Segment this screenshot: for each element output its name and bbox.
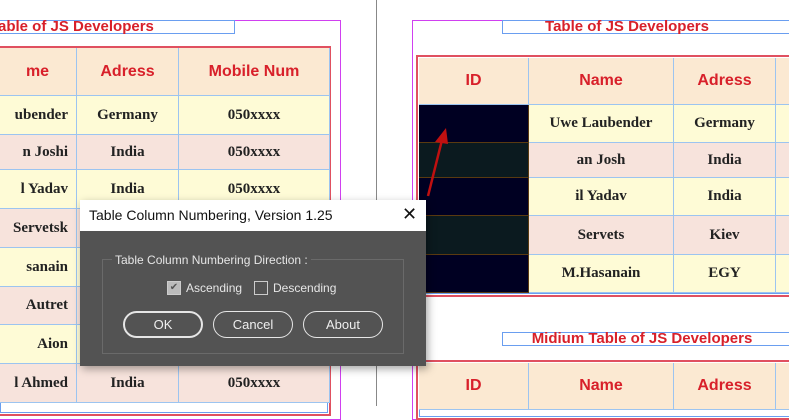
second-table-title: Midium Table of JS Developers <box>502 331 789 346</box>
table-cell[interactable]: 050xxxx <box>179 135 330 170</box>
table-cell[interactable] <box>776 178 789 216</box>
table-cell[interactable] <box>776 105 789 143</box>
table-cell[interactable]: India <box>77 364 179 403</box>
table-cell[interactable]: 050xxxx <box>179 96 330 135</box>
table-cell[interactable]: l Yadav <box>0 170 77 209</box>
table-cell[interactable]: India <box>674 143 776 178</box>
table-cell[interactable]: Autret <box>0 287 77 325</box>
table-cell[interactable]: Germany <box>77 96 179 135</box>
table-cell[interactable]: 050xxxx <box>179 364 330 403</box>
checkbox-empty-icon <box>254 281 268 295</box>
table-cell[interactable]: Kiev <box>674 216 776 255</box>
column-header[interactable]: Adress <box>674 363 776 410</box>
ok-button[interactable]: OK <box>123 311 203 338</box>
table-column-numbering-dialog: Table Column Numbering, Version 1.25 ✕ T… <box>80 200 426 366</box>
table-cell[interactable]: n Joshi <box>0 135 77 170</box>
direction-group <box>102 259 404 354</box>
red-arrow-icon <box>426 128 448 197</box>
table-cell[interactable] <box>776 143 789 178</box>
table-cell[interactable] <box>776 255 789 293</box>
dialog-title-bar: Table Column Numbering, Version 1.25 ✕ <box>80 200 426 231</box>
table-cell[interactable]: EGY <box>674 255 776 293</box>
ascending-checkbox[interactable]: ✔ Ascending <box>167 281 242 295</box>
column-header[interactable]: ID <box>419 58 529 105</box>
column-header[interactable]: Adress <box>674 58 776 105</box>
table-cell[interactable]: Uwe Laubender <box>529 105 674 143</box>
about-button[interactable]: About <box>303 311 383 338</box>
table-cell[interactable]: l Ahmed <box>0 364 77 403</box>
id-cell[interactable] <box>419 255 529 293</box>
column-header[interactable]: Mobile Num <box>179 48 330 96</box>
descending-checkbox[interactable]: Descending <box>254 281 336 295</box>
table-cell[interactable]: an Josh <box>529 143 674 178</box>
table-cell[interactable]: il Yadav <box>529 178 674 216</box>
cancel-button[interactable]: Cancel <box>213 311 293 338</box>
table-cell[interactable]: sanain <box>0 248 77 287</box>
id-cell[interactable] <box>419 216 529 255</box>
column-header[interactable]: ID <box>419 363 529 410</box>
descending-label: Descending <box>273 281 337 295</box>
id-cell[interactable] <box>419 105 529 143</box>
table-cell[interactable]: ubender <box>0 96 77 135</box>
table-cell[interactable]: Servets <box>529 216 674 255</box>
table-cell[interactable]: M.Hasanain <box>529 255 674 293</box>
column-header[interactable]: Name <box>529 363 674 410</box>
left-table-title: able of JS Developers <box>0 19 235 34</box>
table-cell[interactable]: Servetsk <box>0 209 77 248</box>
table-cell[interactable]: Aion <box>0 325 77 364</box>
id-cell[interactable] <box>419 178 529 216</box>
column-header[interactable]: Name <box>529 58 674 105</box>
checkmark-icon: ✔ <box>167 281 181 295</box>
column-header[interactable]: Adress <box>77 48 179 96</box>
table-cell[interactable]: India <box>77 135 179 170</box>
ascending-label: Ascending <box>186 281 243 295</box>
table-cell[interactable] <box>776 216 789 255</box>
table-cell[interactable]: India <box>674 178 776 216</box>
close-icon[interactable]: ✕ <box>402 204 418 224</box>
table-cell[interactable]: Germany <box>674 105 776 143</box>
group-label: Table Column Numbering Direction : <box>112 253 311 267</box>
right-table-title: Table of JS Developers <box>502 19 789 34</box>
dialog-title: Table Column Numbering, Version 1.25 <box>89 207 333 223</box>
column-header[interactable] <box>776 58 789 105</box>
column-header[interactable]: me <box>0 48 77 96</box>
